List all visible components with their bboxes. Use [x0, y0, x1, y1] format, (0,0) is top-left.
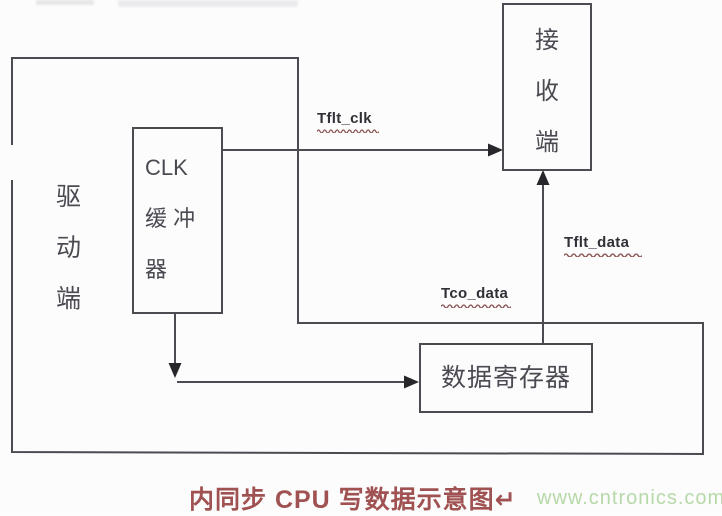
diagram-caption: 内同步 CPU 写数据示意图↵: [189, 486, 517, 514]
wavy-underline-icon: [441, 304, 511, 308]
tflt-data-net-label: Tflt_data: [564, 234, 642, 257]
tco-data-net-label-text: Tco_data: [441, 285, 509, 302]
driver-node-label: 驱 动 端: [55, 183, 82, 313]
cropped-text-artifact: [36, 0, 94, 5]
register-feed-arrowhead-icon: [404, 375, 419, 389]
clk-buffer-box: [132, 127, 223, 314]
wavy-underline-icon: [317, 129, 379, 133]
tflt-data-arrowhead-icon: [536, 170, 550, 185]
tflt-clk-net-label: Tflt_clk: [317, 110, 379, 133]
cropped-text-artifact: [118, 0, 298, 7]
driver-region-outline: [11, 57, 704, 456]
receiver-box: [502, 3, 592, 171]
site-watermark: www.cntronics.com: [537, 487, 722, 509]
data-register-node-label: 数据寄存器: [440, 363, 571, 392]
tflt-clk-net-label-text: Tflt_clk: [317, 110, 372, 127]
receiver-node-label: 接 收 端: [535, 27, 559, 156]
clk-buffer-node-label: CLK 缓 冲 器: [145, 155, 196, 282]
wavy-underline-icon: [564, 253, 642, 257]
tflt-data-net-label-text: Tflt_data: [564, 234, 630, 251]
data-register-box: [419, 343, 593, 413]
clk-drop-arrowhead-icon: [168, 363, 182, 378]
tco-data-net-label: Tco_data: [441, 285, 511, 308]
tflt-clk-arrowhead-icon: [488, 143, 503, 157]
